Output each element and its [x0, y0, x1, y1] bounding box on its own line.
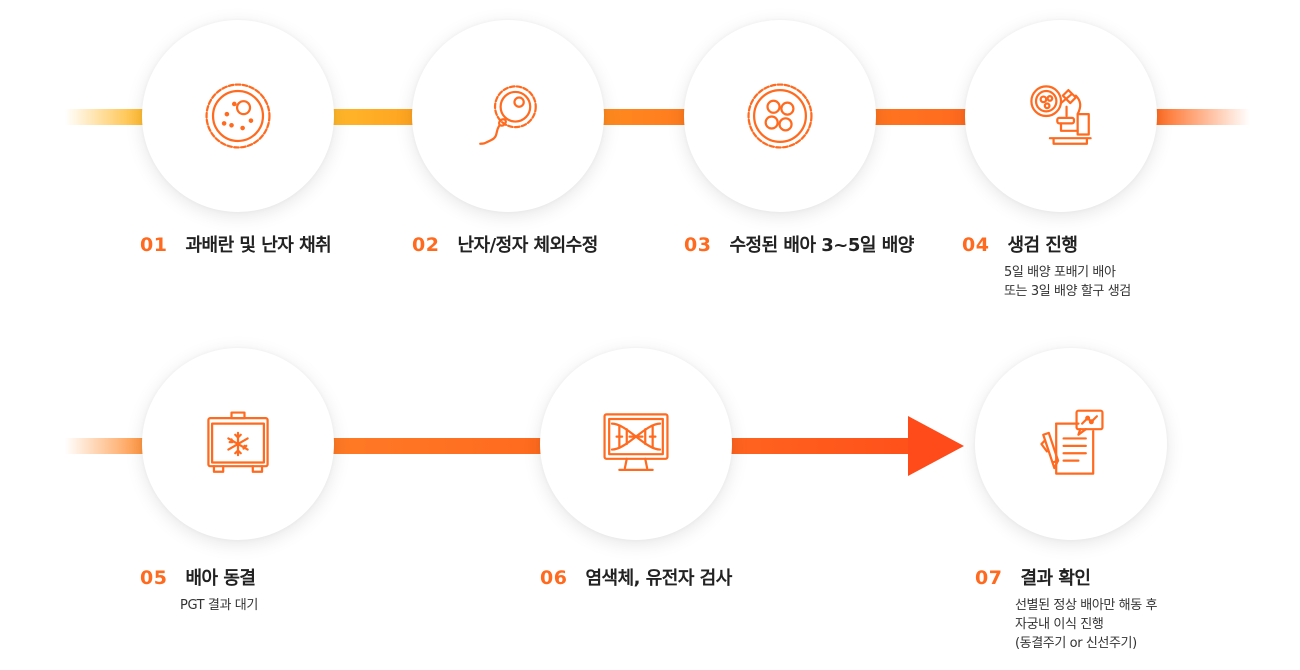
step-03: 03 수정된 배아 3~5일 배양	[684, 231, 914, 257]
step-02-circle	[412, 20, 604, 212]
step-number: 02	[412, 234, 440, 256]
description-line: 선별된 정상 배아만 해동 후	[1015, 598, 1158, 613]
description-line: 5일 배양 포배기 배아	[1004, 265, 1116, 280]
step-title: 염색체, 유전자 검사	[585, 568, 732, 589]
step-title: 배아 동결	[185, 568, 256, 589]
connector-5-6	[330, 438, 545, 454]
step-title: 수정된 배아 3~5일 배양	[729, 235, 914, 256]
step-description: 5일 배양 포배기 배아 또는 3일 배양 할구 생검	[1004, 263, 1131, 301]
embryo-culture-icon	[747, 83, 813, 149]
step-05-circle	[142, 348, 334, 540]
step-02: 02 난자/정자 체외수정	[412, 231, 598, 257]
arrow-head-icon	[908, 416, 964, 476]
step-title: 난자/정자 체외수정	[457, 235, 598, 256]
step-07: 07 결과 확인 선별된 정상 배아만 해동 후 자궁내 이식 진행 (동결주기…	[975, 564, 1157, 653]
step-04-circle	[965, 20, 1157, 212]
step-06-circle	[540, 348, 732, 540]
step-number: 04	[962, 234, 990, 256]
microscope-icon	[1030, 85, 1092, 145]
connector-1-2	[330, 109, 420, 125]
connector-6-7	[730, 438, 915, 454]
step-title: 과배란 및 난자 채취	[185, 235, 332, 256]
step-01: 01 과배란 및 난자 채취	[140, 231, 332, 257]
step-description: PGT 결과 대기	[180, 596, 258, 615]
connector-3-4	[875, 109, 967, 125]
step-05: 05 배아 동결 PGT 결과 대기	[140, 564, 258, 615]
step-01-circle	[142, 20, 334, 212]
description-line: 또는 3일 배양 할구 생검	[1004, 284, 1131, 299]
egg-cell-icon	[205, 83, 271, 149]
description-line: (동결주기 or 신선주기)	[1015, 636, 1137, 651]
connector-end	[1155, 109, 1250, 125]
step-04: 04 생검 진행 5일 배양 포배기 배아 또는 3일 배양 할구 생검	[962, 231, 1131, 301]
step-number: 03	[684, 234, 712, 256]
connector-start	[65, 109, 145, 125]
step-06: 06 염색체, 유전자 검사	[540, 564, 732, 590]
description-line: PGT 결과 대기	[180, 598, 258, 613]
step-03-circle	[684, 20, 876, 212]
step-title: 결과 확인	[1020, 568, 1091, 589]
description-line: 자궁내 이식 진행	[1015, 617, 1104, 632]
step-number: 01	[140, 234, 168, 256]
connector-row2-start	[65, 438, 150, 454]
step-07-circle	[975, 348, 1167, 540]
step-description: 선별된 정상 배아만 해동 후 자궁내 이식 진행 (동결주기 or 신선주기)	[1015, 596, 1157, 653]
report-icon	[1040, 409, 1104, 475]
fertilization-icon	[479, 85, 537, 145]
step-title: 생검 진행	[1007, 235, 1078, 256]
step-number: 06	[540, 567, 568, 589]
step-number: 05	[140, 567, 168, 589]
dna-monitor-icon	[603, 413, 669, 472]
freezer-icon	[207, 411, 269, 473]
step-number: 07	[975, 567, 1003, 589]
connector-2-3	[603, 109, 691, 125]
